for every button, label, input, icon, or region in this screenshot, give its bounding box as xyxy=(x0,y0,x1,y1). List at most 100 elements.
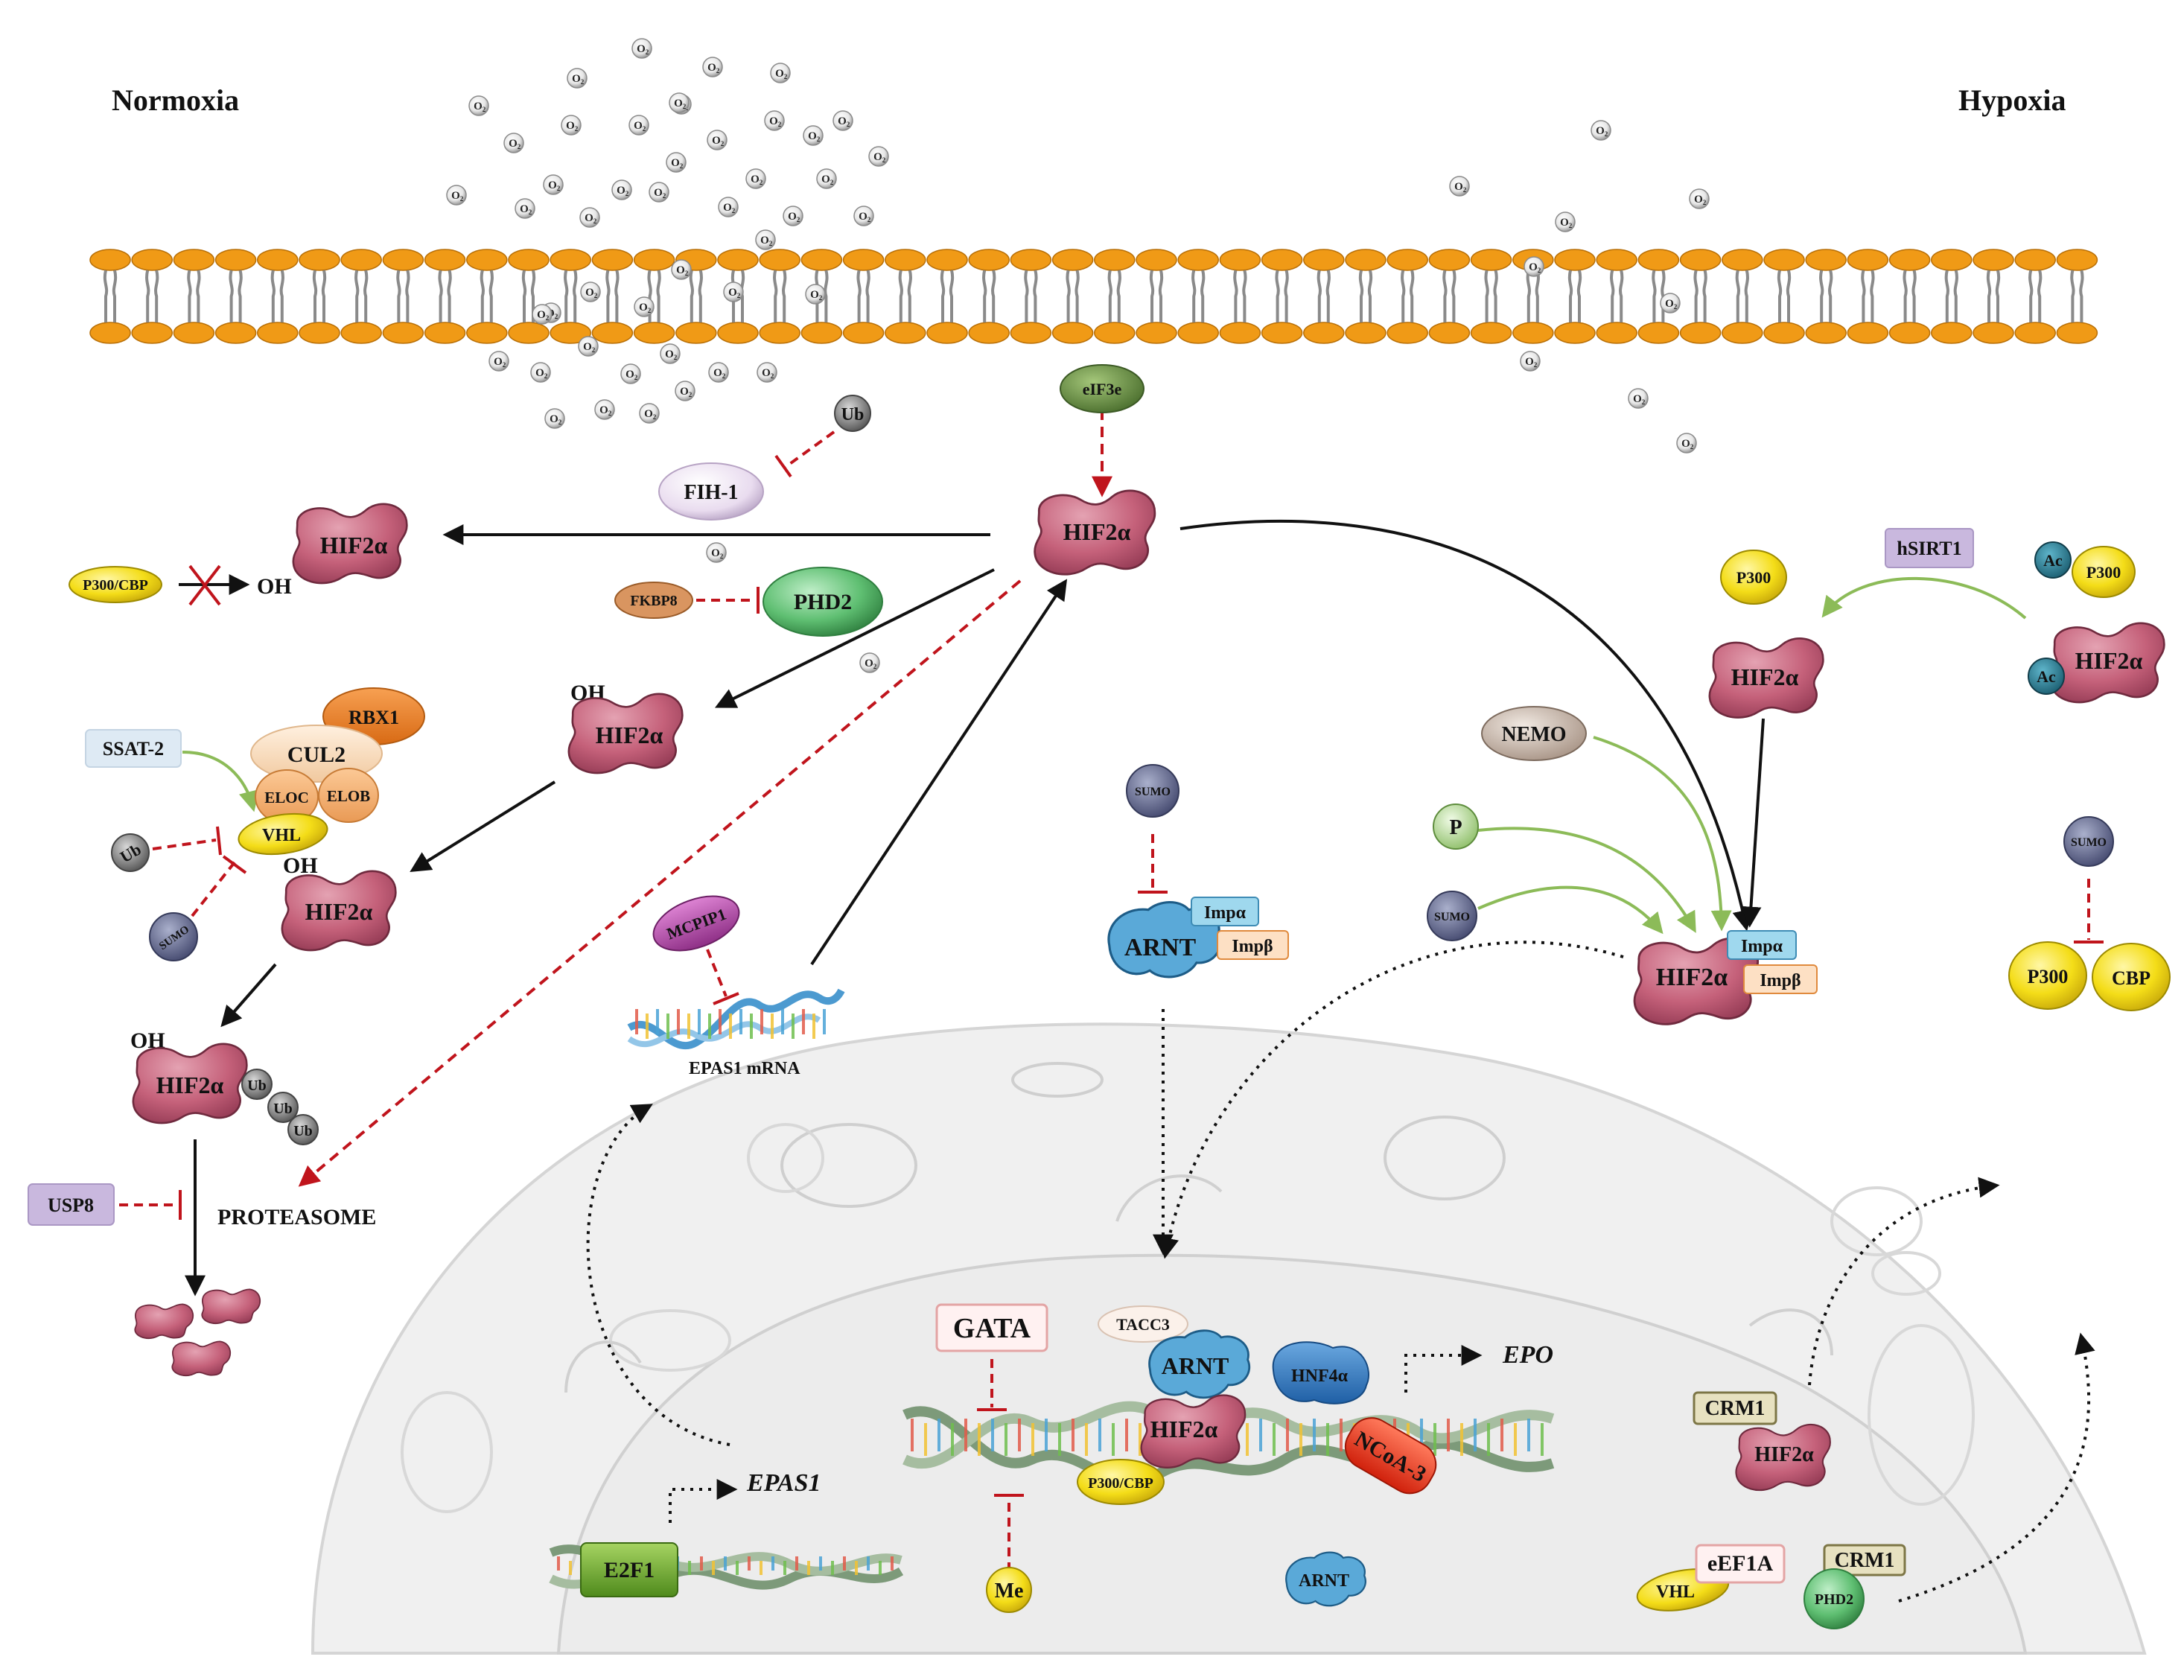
svg-text:HIF2α: HIF2α xyxy=(1063,518,1131,545)
degraded-fragments xyxy=(134,1288,261,1377)
vhl-node: VHL xyxy=(238,812,328,856)
epas1-mrna-strand xyxy=(627,988,845,1050)
svg-text:HIF2α: HIF2α xyxy=(156,1072,224,1098)
hypoxia-label: Hypoxia xyxy=(1958,83,2066,117)
svg-text:HIF2α: HIF2α xyxy=(320,532,388,559)
svg-text:HIF2α: HIF2α xyxy=(1656,964,1728,991)
fih1-node: FIH-1 xyxy=(658,462,764,521)
svg-text:CRM1: CRM1 xyxy=(1835,1549,1895,1572)
svg-text:HIF2α: HIF2α xyxy=(2075,647,2143,674)
arnt-nuclear: ARNT xyxy=(1285,1551,1367,1607)
epo-gene-label: EPO xyxy=(1502,1341,1553,1369)
epas1-mrna-label: EPAS1 mRNA xyxy=(689,1059,800,1078)
svg-text:VHL: VHL xyxy=(1656,1582,1695,1602)
proteasome-label: PROTEASOME xyxy=(217,1205,376,1229)
svg-text:P300: P300 xyxy=(2028,966,2069,987)
svg-text:Impβ: Impβ xyxy=(1760,971,1801,990)
svg-text:P300: P300 xyxy=(1736,568,1771,587)
svg-text:Ac: Ac xyxy=(2043,551,2063,570)
svg-text:PHD2: PHD2 xyxy=(1815,1591,1853,1608)
arnt-importin-complex: ARNT Impα Impβ xyxy=(1107,897,1289,979)
hif2a-vhl-bound: OH HIF2α xyxy=(281,853,397,952)
svg-text:HIF2α: HIF2α xyxy=(1150,1416,1218,1442)
svg-text:Ub: Ub xyxy=(247,1078,267,1094)
svg-text:HIF2α: HIF2α xyxy=(1754,1443,1814,1466)
elob-node: ELOB xyxy=(318,768,379,823)
svg-text:RBX1: RBX1 xyxy=(348,707,399,728)
svg-text:ELOB: ELOB xyxy=(327,787,370,805)
epas1-gene-label: EPAS1 xyxy=(746,1469,821,1497)
eif3e-node: eIF3e xyxy=(1060,364,1144,413)
gata-node: GATA xyxy=(935,1303,1048,1352)
svg-text:Me: Me xyxy=(995,1579,1024,1603)
me-node: Me xyxy=(986,1567,1032,1613)
ssat2-node: SSAT-2 xyxy=(85,729,182,768)
svg-text:Impα: Impα xyxy=(1741,937,1783,956)
svg-text:Ub: Ub xyxy=(273,1101,293,1117)
crm1-hif-export: CRM1 HIF2α xyxy=(1693,1391,1831,1492)
mcpip1-node: MCPIP1 xyxy=(652,895,740,952)
svg-text:USP8: USP8 xyxy=(48,1194,94,1216)
usp8-node: USP8 xyxy=(28,1183,115,1226)
svg-text:ARNT: ARNT xyxy=(1299,1571,1349,1591)
sumo-node-hif: SUMO xyxy=(1427,891,1477,941)
hif2a-acetylated: HIF2α Ac xyxy=(2028,622,2165,704)
svg-text:Ub: Ub xyxy=(293,1123,313,1139)
svg-text:CRM1: CRM1 xyxy=(1705,1397,1766,1420)
sumo-node-p300: SUMO xyxy=(2063,816,2114,867)
nemo-node: NEMO xyxy=(1481,706,1587,761)
phospho-node: P xyxy=(1433,804,1479,850)
phd2-node: PHD2 xyxy=(763,567,883,637)
svg-text:eIF3e: eIF3e xyxy=(1083,380,1122,398)
sumo-node-vhl: SUMO xyxy=(149,912,198,961)
svg-text:ARNT: ARNT xyxy=(1162,1352,1229,1379)
svg-text:ELOC: ELOC xyxy=(264,789,309,806)
cell-membrane xyxy=(89,249,2098,344)
p300-cbp-pair: P300 CBP xyxy=(2008,941,2171,1011)
svg-text:HNF4α: HNF4α xyxy=(1291,1366,1349,1386)
svg-text:NEMO: NEMO xyxy=(1501,723,1566,746)
hif2a-right: HIF2α xyxy=(1708,637,1824,719)
svg-text:E2F1: E2F1 xyxy=(604,1558,655,1582)
svg-text:eEF1A: eEF1A xyxy=(1707,1551,1774,1576)
svg-text:CUL2: CUL2 xyxy=(287,742,346,767)
hif2a-center: HIF2α xyxy=(1034,489,1156,576)
svg-text:Ac: Ac xyxy=(2037,667,2056,686)
normoxia-label: Normoxia xyxy=(112,83,239,117)
svg-text:HIF2α: HIF2α xyxy=(305,898,373,925)
svg-text:TACC3: TACC3 xyxy=(1116,1315,1170,1334)
acetylated-p300: P300 Ac xyxy=(2034,541,2136,598)
svg-text:FKBP8: FKBP8 xyxy=(630,593,677,609)
svg-text:Ub: Ub xyxy=(841,405,865,424)
p300-cbp-oval: P300/CBP xyxy=(69,566,162,603)
svg-text:SUMO: SUMO xyxy=(1135,786,1171,798)
svg-text:ARNT: ARNT xyxy=(1124,934,1197,961)
hsirt1-node: hSIRT1 xyxy=(1885,528,1974,568)
svg-text:P300: P300 xyxy=(2086,563,2121,582)
svg-text:SSAT-2: SSAT-2 xyxy=(103,738,164,760)
svg-text:PHD2: PHD2 xyxy=(794,590,852,614)
hif2a-hydroxylated: HIF2α xyxy=(292,503,408,585)
ub-node-vhl: Ub xyxy=(111,833,150,872)
svg-text:HIF2α: HIF2α xyxy=(596,722,663,748)
cul2-node: CUL2 xyxy=(250,725,383,783)
svg-text:HIF2α: HIF2α xyxy=(1731,664,1799,690)
sumo-node-arnt: SUMO xyxy=(1126,764,1179,818)
svg-text:FIH-1: FIH-1 xyxy=(684,481,738,504)
tacc3-node: TACC3 xyxy=(1098,1305,1188,1343)
hif2a-ubiquitinated: OH HIF2α Ub Ub Ub xyxy=(130,1028,319,1145)
svg-text:P300/CBP: P300/CBP xyxy=(83,577,148,594)
svg-text:VHL: VHL xyxy=(262,826,301,845)
fkbp8-node: FKBP8 xyxy=(614,582,693,619)
eloc-node: ELOC xyxy=(255,769,319,824)
oh-label-1: OH xyxy=(257,574,292,599)
pathway-arrows xyxy=(119,410,2104,1603)
p300-node-right: P300 xyxy=(1720,550,1787,605)
svg-text:hSIRT1: hSIRT1 xyxy=(1897,538,1961,559)
export-complex-phd2: VHL eEF1A CRM1 PHD2 xyxy=(1636,1544,1906,1629)
svg-text:OH: OH xyxy=(283,853,318,878)
svg-text:P: P xyxy=(1449,816,1462,839)
svg-text:P300/CBP: P300/CBP xyxy=(1088,1475,1153,1492)
ub-node-fih: Ub xyxy=(834,395,871,432)
